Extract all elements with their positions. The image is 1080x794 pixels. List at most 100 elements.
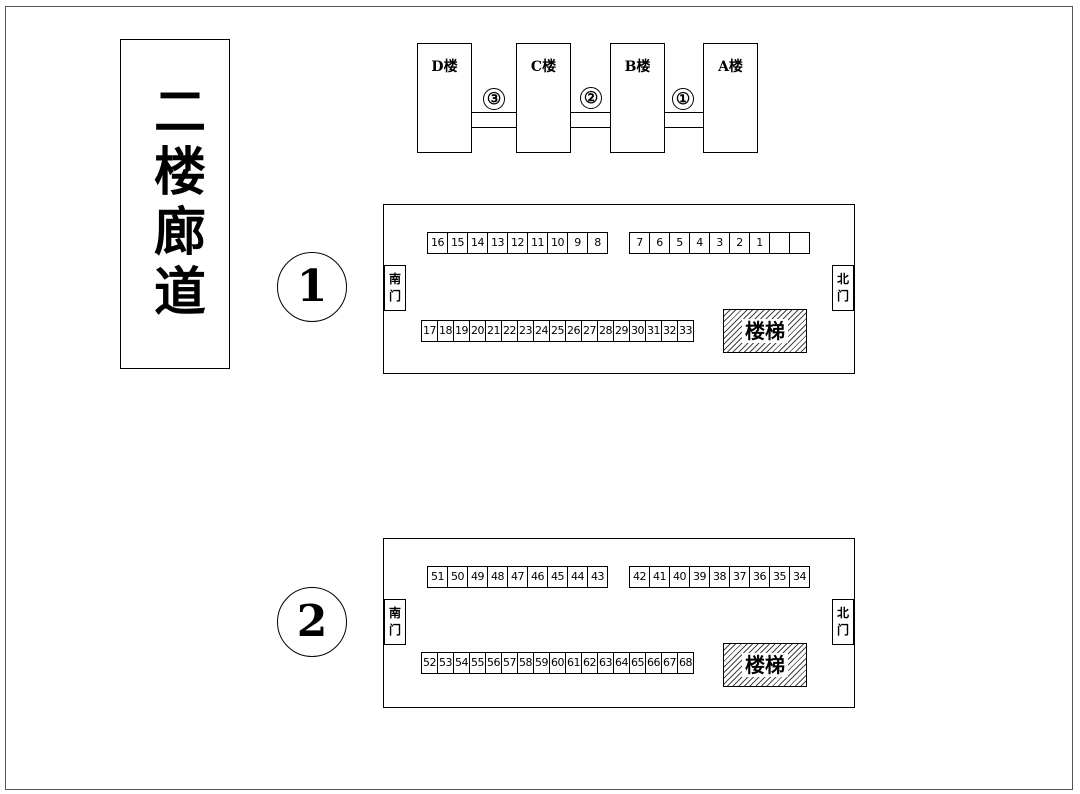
corridor-2-north-door: 北门	[832, 599, 854, 645]
room-cell: 61	[565, 652, 582, 674]
corridor-1-stairs-label: 楼梯	[742, 319, 788, 343]
building-b: B楼	[610, 43, 665, 153]
door-char: 门	[388, 623, 401, 637]
bridge-b-a	[664, 112, 704, 128]
room-cell: 40	[669, 566, 690, 588]
room-cell: 15	[447, 232, 468, 254]
room-cell: 27	[581, 320, 598, 342]
room-cell: 20	[469, 320, 486, 342]
room-cell: 4	[689, 232, 710, 254]
room-cell: 56	[485, 652, 502, 674]
room-cell: 25	[549, 320, 566, 342]
room-cell: 2	[729, 232, 750, 254]
room-cell: 41	[649, 566, 670, 588]
room-cell: 48	[487, 566, 508, 588]
corridor-1-stairs: 楼梯	[723, 309, 807, 353]
room-cell: 43	[587, 566, 608, 588]
bridge-c-b	[571, 112, 611, 128]
door-char: 门	[836, 289, 849, 303]
room-cell: 44	[567, 566, 588, 588]
room-cell: 7	[629, 232, 650, 254]
room-cell: 60	[549, 652, 566, 674]
room-cell: 5	[669, 232, 690, 254]
room-cell: 13	[487, 232, 508, 254]
room-cell: 62	[581, 652, 598, 674]
bridge-label-3: ③	[483, 88, 505, 110]
room-cell: 38	[709, 566, 730, 588]
room-cell: 42	[629, 566, 650, 588]
room-cell: 26	[565, 320, 582, 342]
room-cell: 17	[421, 320, 438, 342]
building-a: A楼	[703, 43, 758, 153]
room-cell	[789, 232, 810, 254]
room-cell: 54	[453, 652, 470, 674]
room-cell: 63	[597, 652, 614, 674]
room-cell: 46	[527, 566, 548, 588]
room-cell: 57	[501, 652, 518, 674]
room-cell: 49	[467, 566, 488, 588]
room-cell: 29	[613, 320, 630, 342]
room-cell: 35	[769, 566, 790, 588]
room-cell: 55	[469, 652, 486, 674]
room-cell: 68	[677, 652, 694, 674]
room-cell: 52	[421, 652, 438, 674]
corridor-1-south-door: 南门	[384, 265, 406, 311]
door-char: 南	[388, 606, 401, 620]
page-frame	[5, 6, 1073, 790]
room-cell: 11	[527, 232, 548, 254]
room-cell: 51	[427, 566, 448, 588]
corridor-2-label: 2	[277, 587, 347, 657]
room-cell: 66	[645, 652, 662, 674]
corridor-2-stairs-label: 楼梯	[742, 653, 788, 677]
room-cell: 23	[517, 320, 534, 342]
room-cell: 14	[467, 232, 488, 254]
corridor-2-stairs: 楼梯	[723, 643, 807, 687]
door-char: 门	[836, 623, 849, 637]
room-cell: 24	[533, 320, 550, 342]
room-cell: 30	[629, 320, 646, 342]
page-title: 二楼廊道	[144, 84, 205, 324]
room-cell: 64	[613, 652, 630, 674]
bridge-label-1: ①	[672, 88, 694, 110]
room-cell: 45	[547, 566, 568, 588]
room-cell: 8	[587, 232, 608, 254]
room-cell: 58	[517, 652, 534, 674]
room-cell: 16	[427, 232, 448, 254]
room-cell: 65	[629, 652, 646, 674]
corridor-1-label: 1	[277, 252, 347, 322]
room-cell: 59	[533, 652, 550, 674]
building-d: D楼	[417, 43, 472, 153]
room-cell: 28	[597, 320, 614, 342]
door-char: 门	[388, 289, 401, 303]
room-cell: 34	[789, 566, 810, 588]
room-cell: 33	[677, 320, 694, 342]
room-cell: 6	[649, 232, 670, 254]
title-box: 二楼廊道	[120, 39, 230, 369]
room-cell: 39	[689, 566, 710, 588]
room-cell: 3	[709, 232, 730, 254]
room-cell: 31	[645, 320, 662, 342]
door-char: 南	[388, 272, 401, 286]
room-cell: 19	[453, 320, 470, 342]
corridor-1-north-door: 北门	[832, 265, 854, 311]
room-cell: 18	[437, 320, 454, 342]
room-cell: 37	[729, 566, 750, 588]
room-cell: 10	[547, 232, 568, 254]
building-c: C楼	[516, 43, 571, 153]
room-cell: 22	[501, 320, 518, 342]
room-cell: 1	[749, 232, 770, 254]
bridge-d-c	[472, 112, 517, 128]
door-char: 北	[836, 272, 849, 286]
corridor-2-south-door: 南门	[384, 599, 406, 645]
room-cell: 67	[661, 652, 678, 674]
room-cell	[769, 232, 790, 254]
room-cell: 21	[485, 320, 502, 342]
